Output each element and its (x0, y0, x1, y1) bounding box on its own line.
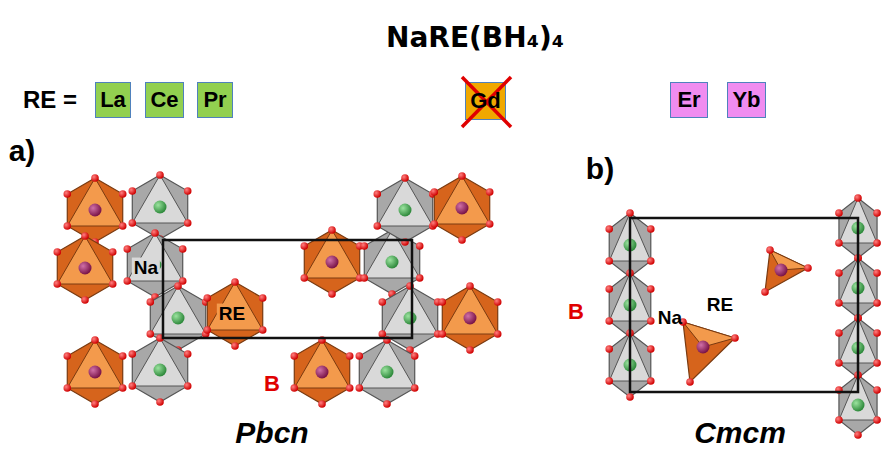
na-polyhedron (378, 282, 441, 354)
re-polyhedron (430, 172, 493, 244)
space-group: Pbcn (235, 416, 308, 449)
atom-label: RE (217, 304, 247, 325)
element-symbol: Pr (203, 89, 226, 111)
re-polyhedron (300, 226, 363, 298)
unit-cell (630, 218, 858, 392)
element-box: Ce (145, 82, 184, 118)
unit-cell (163, 240, 412, 338)
element-symbol: La (100, 89, 126, 111)
na-polyhedron (128, 171, 191, 243)
element-symbol: Er (677, 89, 700, 111)
na-polyhedron (128, 334, 191, 406)
element-box: Yb (727, 82, 766, 118)
re-polyhedron (53, 232, 116, 304)
panel-letter: b) (586, 152, 614, 185)
element-box: Gd (465, 82, 506, 120)
atom-label: Na (658, 308, 682, 329)
series-label: RE = (23, 87, 77, 113)
re-polyhedron (63, 336, 126, 408)
re-polyhedron (438, 282, 501, 354)
atom-label: RE (707, 295, 733, 316)
re-polyhedron (290, 336, 353, 408)
atom-label: B (264, 372, 280, 396)
atom-label: Na (132, 258, 160, 279)
re-tetrahedron (761, 246, 812, 296)
element-symbol: Gd (470, 90, 501, 112)
element-symbol: Ce (150, 89, 178, 111)
element-symbol: Yb (732, 89, 760, 111)
re-tetrahedron (679, 318, 739, 386)
panel-letter: a) (9, 134, 36, 167)
title-text: NaRE(BH₄)₄ (386, 23, 564, 54)
atom-label: B (568, 300, 584, 324)
element-box: La (95, 82, 131, 118)
element-box: Pr (197, 82, 233, 118)
space-group: Cmcm (694, 416, 786, 449)
na-polyhedron (355, 336, 418, 408)
na-polyhedron (373, 174, 436, 246)
element-box: Er (670, 82, 708, 118)
re-polyhedron (63, 174, 126, 246)
